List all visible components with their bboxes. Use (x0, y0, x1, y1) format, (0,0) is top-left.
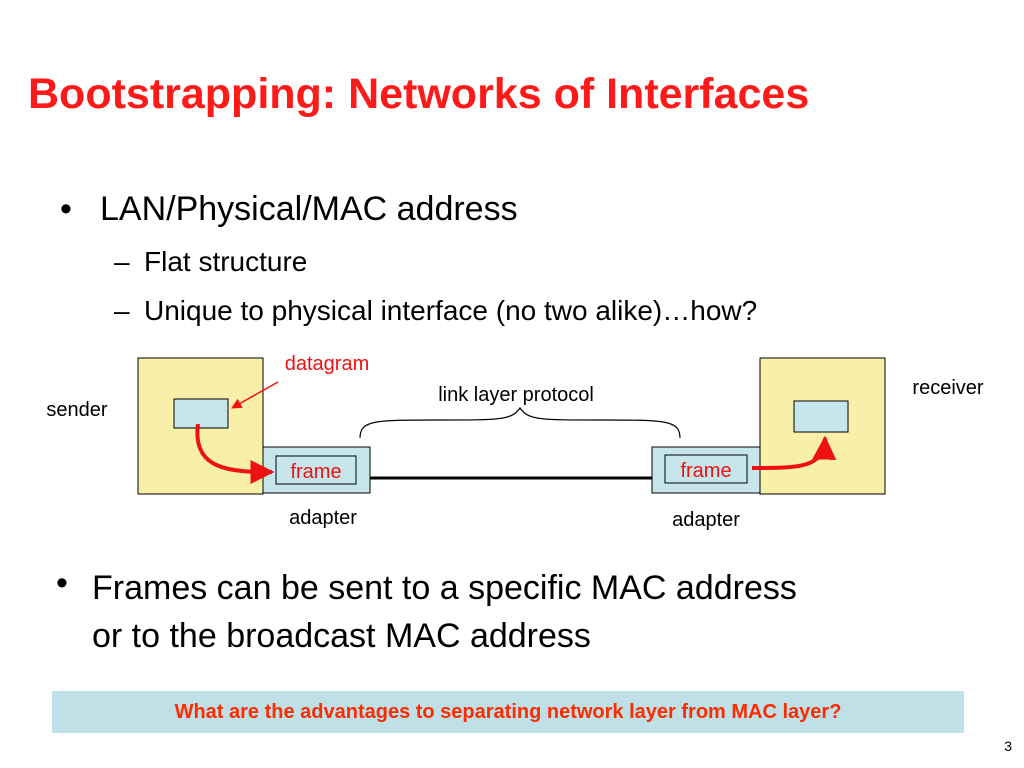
question-text: What are the advantages to separating ne… (174, 700, 842, 723)
frame-right-label: frame (680, 460, 731, 482)
link-protocol-brace (359, 406, 681, 439)
frame-left-label: frame (290, 461, 341, 483)
bullet-text-line: Frames can be sent to a specific MAC add… (92, 569, 797, 607)
bullet-text-line: or to the broadcast MAC address (92, 617, 591, 655)
sub-bullet-text: Unique to physical interface (no two ali… (144, 295, 758, 326)
frame-left-box (275, 455, 357, 485)
sender-label: sender (46, 399, 107, 421)
network-diagram: datagram sender receiver link layer prot… (46, 353, 983, 531)
decapsulate-arrow (751, 435, 837, 470)
bullet-marker: • (56, 564, 68, 602)
receiver-label: receiver (912, 377, 983, 399)
bullet-text: Frames can be sent to a specific MAC add… (92, 564, 797, 660)
adapter-right-label: adapter (672, 509, 740, 531)
sub-bullet-text: Flat structure (144, 246, 308, 277)
encapsulate-arrow (195, 423, 275, 484)
bullet-text: LAN/Physical/MAC address (100, 190, 518, 228)
page-number: 3 (1004, 738, 1012, 754)
datagram-pointer-arrow (231, 381, 279, 409)
slide-title: Bootstrapping: Networks of Interfaces (28, 70, 810, 118)
sub-bullet-marker: – (114, 246, 130, 277)
adapter-left-label: adapter (289, 507, 357, 529)
bullet-marker: • (60, 190, 72, 228)
sub-bullet-marker: – (114, 295, 130, 326)
question-box: What are the advantages to separating ne… (52, 691, 964, 733)
link-protocol-label: link layer protocol (438, 384, 594, 406)
receiver-datagram-box (793, 400, 849, 433)
sender-datagram-box (173, 398, 229, 429)
datagram-label: datagram (285, 353, 370, 375)
frame-right-box (664, 454, 748, 484)
